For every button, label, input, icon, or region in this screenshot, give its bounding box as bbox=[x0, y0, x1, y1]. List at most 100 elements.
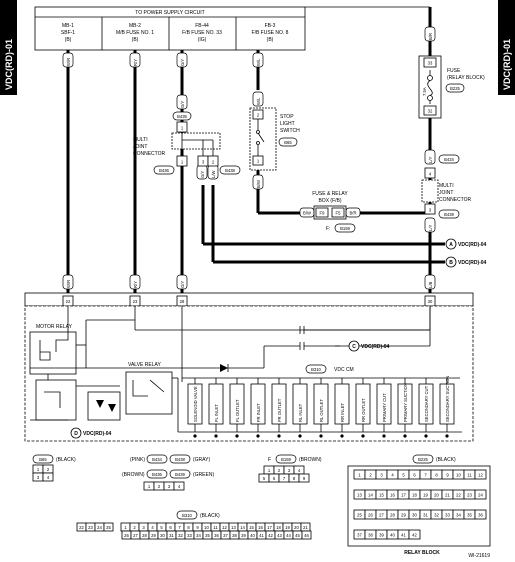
page-id-bar-left bbox=[0, 0, 17, 95]
valve-label: RL INLET bbox=[298, 403, 303, 422]
pin-cell: 14 bbox=[368, 493, 373, 498]
pin-cell: 30 bbox=[412, 513, 417, 518]
svg-text:B159: B159 bbox=[281, 457, 291, 462]
svg-text:STOP: STOP bbox=[280, 114, 294, 120]
valve-coil: RR OUTLET bbox=[355, 378, 371, 438]
multi-joint-connector-right: B434 4 3 MULTI JOINT CONNECTOR B439 bbox=[421, 154, 472, 219]
svg-text:4: 4 bbox=[178, 484, 181, 489]
svg-text:(GREEN): (GREEN) bbox=[193, 472, 214, 478]
pin-cell: 33 bbox=[445, 513, 450, 518]
svg-text:B/W: B/W bbox=[256, 180, 261, 188]
pin-cell: 22 bbox=[79, 525, 84, 530]
svg-text:W/L: W/L bbox=[256, 97, 261, 105]
svg-text:(PINK): (PINK) bbox=[130, 457, 145, 463]
svg-text:B65: B65 bbox=[284, 140, 292, 145]
valve-coil: RR INLET bbox=[334, 378, 350, 438]
fuse-relay-block: 33 32 7.5A FUSE (RELAY BLOCK) B225 bbox=[418, 55, 485, 119]
svg-text:(IG): (IG) bbox=[198, 37, 207, 43]
pin-cell: 25 bbox=[106, 525, 111, 530]
valve-label: FL OUTLET bbox=[235, 399, 240, 422]
svg-text:22: 22 bbox=[66, 299, 71, 304]
motor-relay: MOTOR RELAY bbox=[29, 319, 220, 386]
svg-text:L/Y: L/Y bbox=[428, 157, 433, 163]
svg-text:4: 4 bbox=[429, 172, 432, 177]
ref-b: B VDC(RD)-04 bbox=[445, 256, 487, 268]
pin-cell: 41 bbox=[401, 533, 406, 538]
pin-cell: 25 bbox=[357, 513, 362, 518]
valve-coil: PRIMARY SUCTION bbox=[397, 378, 413, 438]
valve-coil: FR OUTLET bbox=[271, 378, 287, 438]
ref-a: A VDC(RD)-04 bbox=[445, 238, 487, 250]
svg-text:(B): (B) bbox=[132, 37, 139, 43]
svg-text:A: A bbox=[449, 242, 453, 248]
pin-cell: 11 bbox=[467, 473, 472, 478]
svg-text:MB-1: MB-1 bbox=[62, 23, 74, 29]
svg-text:SBF-1: SBF-1 bbox=[61, 30, 75, 36]
pin-cell: 40 bbox=[250, 533, 255, 538]
svg-text:B435: B435 bbox=[177, 114, 187, 119]
pin-cell: 9 bbox=[303, 476, 306, 481]
pin-cell: 5 bbox=[263, 476, 266, 481]
pin-cell: 1 bbox=[358, 473, 361, 478]
svg-text:MB-2: MB-2 bbox=[129, 23, 141, 29]
pin-cell: 41 bbox=[259, 533, 264, 538]
valve-label: RL OUTLET bbox=[319, 399, 324, 422]
valve-relay: VALVE RELAY bbox=[30, 362, 264, 432]
pin-cell: 35 bbox=[205, 533, 210, 538]
svg-text:W/L: W/L bbox=[256, 58, 261, 66]
pin-cell: 8 bbox=[293, 476, 296, 481]
svg-text:B225: B225 bbox=[418, 457, 428, 462]
pin-cell: 16 bbox=[258, 525, 263, 530]
svg-text:MULTI: MULTI bbox=[133, 137, 148, 143]
svg-text:B438: B438 bbox=[175, 457, 185, 462]
svg-text:JOINT: JOINT bbox=[439, 190, 453, 196]
svg-text:VALVE RELAY: VALVE RELAY bbox=[128, 362, 161, 368]
svg-text:G/Y: G/Y bbox=[200, 171, 205, 178]
ref-c: C VDC(RD)-04 bbox=[348, 340, 390, 352]
svg-text:2: 2 bbox=[158, 484, 161, 489]
pin-cell: 21 bbox=[445, 493, 450, 498]
pin-cell: 28 bbox=[390, 513, 395, 518]
valve-label: SECONDARY CUT bbox=[424, 385, 429, 422]
svg-text:FB-3: FB-3 bbox=[265, 23, 276, 29]
svg-text:1: 1 bbox=[37, 467, 40, 472]
svg-text:3: 3 bbox=[429, 208, 432, 213]
power-supply-box: TO POWER SUPPLY CIRCUIT MB-1 SBF-1 (B) M… bbox=[34, 6, 306, 51]
pin-cell: 44 bbox=[286, 533, 291, 538]
pin-cell: 3 bbox=[288, 468, 291, 473]
pin-cell: 2 bbox=[369, 473, 372, 478]
pin-cell: 22 bbox=[456, 493, 461, 498]
svg-text:3: 3 bbox=[202, 160, 205, 165]
svg-text:C: C bbox=[352, 344, 356, 350]
svg-text:L/B: L/B bbox=[428, 282, 433, 288]
svg-text:L/Y: L/Y bbox=[428, 225, 433, 231]
vdc-cm-module: 22 23 28 30 C VDC(RD)-04 MOTOR RELAY bbox=[24, 292, 474, 442]
valve-coil: RL INLET bbox=[292, 378, 308, 438]
svg-text:B438: B438 bbox=[225, 168, 235, 173]
svg-text:L/W: L/W bbox=[211, 171, 216, 178]
valve-label: PRIMARY CUT bbox=[382, 393, 387, 422]
pin-cell: 28 bbox=[142, 533, 147, 538]
svg-text:CONNECTOR: CONNECTOR bbox=[439, 197, 472, 203]
pin-cell: 34 bbox=[196, 533, 201, 538]
svg-text:4: 4 bbox=[47, 475, 50, 480]
footer-code: WI-21619 bbox=[468, 553, 490, 559]
svg-text:F/B FUSE NO. 33: F/B FUSE NO. 33 bbox=[182, 30, 222, 36]
pin-cell: 31 bbox=[169, 533, 174, 538]
svg-text:F/B FUSE NO. 8: F/B FUSE NO. 8 bbox=[252, 30, 289, 36]
pin-cell: 10 bbox=[204, 525, 209, 530]
svg-text:B436: B436 bbox=[152, 472, 162, 477]
svg-text:1: 1 bbox=[181, 160, 184, 165]
svg-text:7.5A: 7.5A bbox=[422, 87, 427, 96]
page-id-bar-right bbox=[498, 0, 515, 95]
pin-cell: 6 bbox=[273, 476, 276, 481]
pin-cell: 9 bbox=[446, 473, 449, 478]
pin-cell: 39 bbox=[379, 533, 384, 538]
pin-cell: 26 bbox=[368, 513, 373, 518]
valve-label: FL INLET bbox=[214, 404, 219, 422]
valve-label: SECONDARY SUCTION bbox=[445, 376, 450, 422]
svg-text:FUSE & RELAY: FUSE & RELAY bbox=[312, 191, 348, 197]
svg-text:30: 30 bbox=[428, 299, 433, 304]
pin-cell: 18 bbox=[412, 493, 417, 498]
